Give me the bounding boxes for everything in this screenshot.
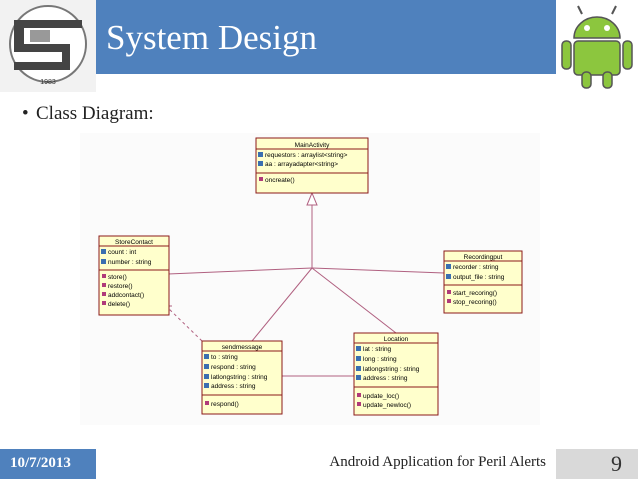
footer-title: Android Application for Peril Alerts xyxy=(329,454,546,470)
attr-to: to : string xyxy=(211,354,238,361)
bullet-item: • Class Diagram: xyxy=(22,103,154,125)
class-name-recordingput: Recordingput xyxy=(464,254,503,261)
class-recordingput: Recordingput recorder : string output_fi… xyxy=(443,250,523,314)
attr-respond: respond : string xyxy=(211,364,256,371)
method-start-recoring: start_recoring() xyxy=(453,290,497,297)
footer-title-bar: Android Application for Peril Alerts xyxy=(96,449,556,479)
institute-logo: 1983 xyxy=(0,0,96,92)
attr-long: long : string xyxy=(363,356,397,363)
class-name-sendmessage: sendmessage xyxy=(222,344,263,351)
bullet-icon: • xyxy=(22,103,29,124)
class-sendmessage: sendmessage to : string respond : string… xyxy=(201,340,283,415)
dependency-line xyxy=(165,305,203,342)
class-location: Location lat : string long : string latl… xyxy=(353,332,439,416)
footer-date-bar: 10/7/2013 xyxy=(0,449,96,479)
bullet-text: Class Diagram: xyxy=(36,103,154,124)
method-update-newloc: update_newloc() xyxy=(363,402,411,409)
method-oncreate: oncreate() xyxy=(265,177,295,184)
method-addcontact: addcontact() xyxy=(108,292,144,299)
class-name-mainactivity: MainActivity xyxy=(295,142,330,149)
method-store: store() xyxy=(108,274,127,281)
attr-output-file: output_file : string xyxy=(453,274,505,281)
attr-latlongstring-location: latlongstring : string xyxy=(363,366,420,373)
method-update-loc: update_loc() xyxy=(363,393,399,400)
attr-address-location: address : string xyxy=(363,375,408,382)
attr-aa: aa : arrayadapter<string> xyxy=(265,161,338,168)
class-mainactivity: MainActivity requestors : arraylist<stri… xyxy=(255,137,369,194)
page-number: 9 xyxy=(611,451,622,476)
footer-date: 10/7/2013 xyxy=(10,455,71,471)
method-delete: delete() xyxy=(108,301,130,308)
class-diagram: MainActivity requestors : arraylist<stri… xyxy=(80,133,540,425)
method-stop-recoring: stop_recoring() xyxy=(453,299,497,306)
logo-year: 1983 xyxy=(40,79,56,86)
attr-latlongstring-send: latlongstring : string xyxy=(211,374,268,381)
inherit-line-sendmessage xyxy=(251,267,313,342)
method-restore: restore() xyxy=(108,283,133,290)
inherit-line-storecontact xyxy=(167,267,313,275)
class-name-location: Location xyxy=(384,336,409,343)
inherit-arrowhead xyxy=(306,191,318,206)
class-storecontact: StoreContact count : int number : string… xyxy=(98,235,170,316)
class-name-storecontact: StoreContact xyxy=(115,239,153,246)
inherit-line-recordingput xyxy=(311,267,445,274)
footer-page-bar: 9 xyxy=(556,449,638,479)
method-respond: respond() xyxy=(211,401,239,408)
attr-number: number : string xyxy=(108,259,152,266)
attr-count: count : int xyxy=(108,249,136,256)
attr-address-send: address : string xyxy=(211,383,256,390)
slide-title: System Design xyxy=(106,18,317,57)
title-bar: System Design xyxy=(96,0,556,74)
attr-recorder: recorder : string xyxy=(453,264,499,271)
attr-lat: lat : string xyxy=(363,346,392,353)
inherit-line-location xyxy=(311,267,397,334)
android-icon xyxy=(556,0,638,92)
attr-requestors: requestors : arraylist<string> xyxy=(265,152,348,159)
